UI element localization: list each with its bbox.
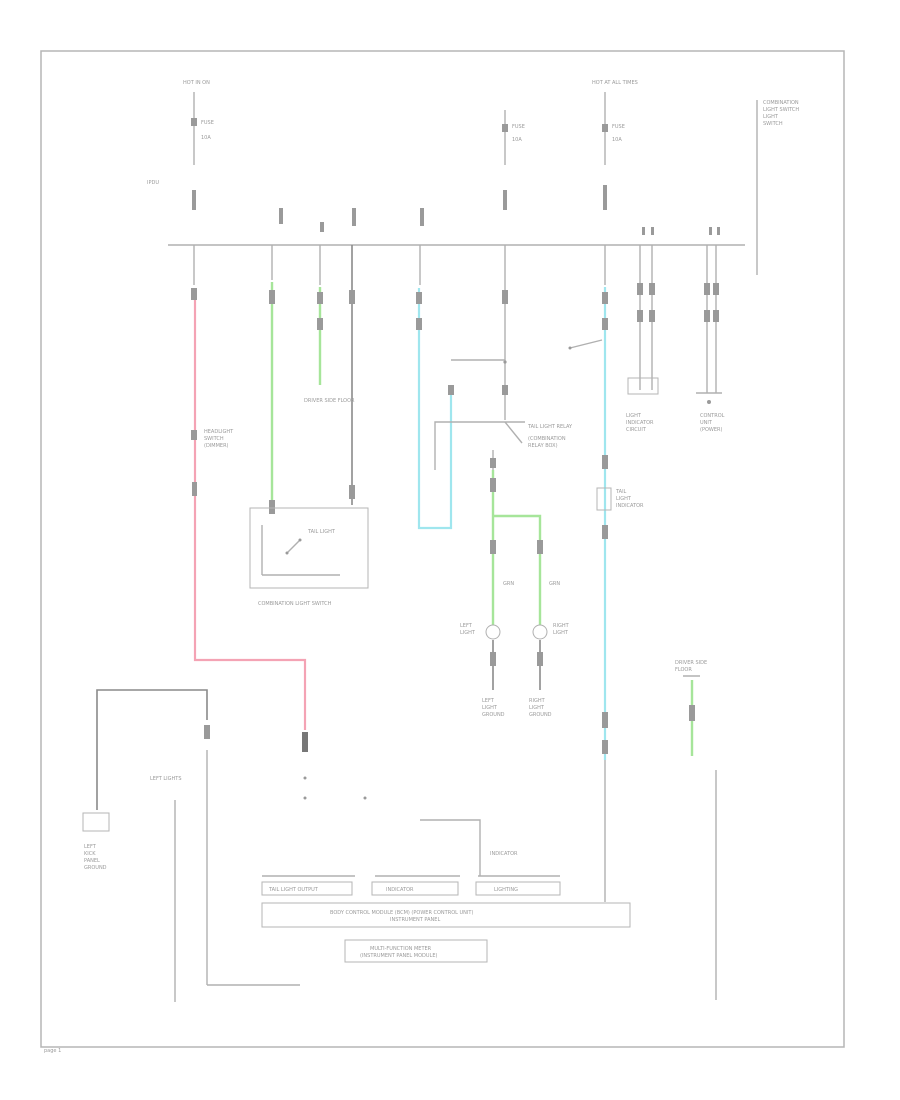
right-ground-label-2: FLOOR [675, 667, 692, 673]
side-note-line-4: SWITCH [763, 121, 783, 127]
relay-box-label: IPDU [147, 180, 159, 186]
tail-sub-2: LIGHT [616, 496, 632, 502]
lamp-left-line-1: LEFT [460, 623, 473, 629]
ground-a-1: LEFT [482, 698, 495, 704]
fuse-source-right: HOT AT ALL TIMES FUSE 10A [592, 80, 638, 165]
side-note-line-3: LIGHT [763, 114, 779, 120]
relay-sub-2: RELAY BOX) [528, 443, 558, 449]
relay-sub-1: (COMBINATION [528, 436, 566, 442]
combination-switch-label: COMBINATION LIGHT SWITCH [258, 601, 332, 607]
pink-junction-label-3: (DIMMER) [204, 443, 229, 449]
lamp-wire-label-left: GRN [503, 581, 514, 587]
lamp-wire-label-right: GRN [549, 581, 560, 587]
indicator-left-3: CIRCUIT [626, 427, 647, 433]
pink-junction-label-2: SWITCH [204, 436, 224, 442]
ground-a-3: GROUND [482, 712, 505, 718]
tail-light-relay: TAIL LIGHT RELAY (COMBINATION RELAY BOX) [434, 245, 573, 470]
circuit-pink: HEADLIGHT SWITCH (DIMMER) [191, 245, 367, 800]
fuse-name-1: FUSE [201, 120, 214, 126]
fuse-source-mid: FUSE 10A [502, 110, 525, 165]
bcm-label: BODY CONTROL MODULE (BCM) (POWER CONTROL… [330, 910, 473, 916]
meter-label: MULTI-FUNCTION METER [370, 946, 432, 952]
circuit-green-right-ground: DRIVER SIDE FLOOR [675, 660, 717, 1000]
ground-b-3: GROUND [529, 712, 552, 718]
combination-light-switch: TAIL LIGHT COMBINATION LIGHT SWITCH [249, 507, 369, 607]
ground-b-2: LIGHT [529, 705, 545, 711]
tail-light-switch-label: TAIL LIGHT [307, 529, 336, 535]
indicator-right-1: CONTROL [700, 413, 725, 419]
side-note-line-1: COMBINATION [763, 100, 799, 106]
side-note: COMBINATION LIGHT SWITCH LIGHT SWITCH [756, 100, 799, 275]
lamp-left-line-2: LIGHT [460, 630, 476, 636]
meter-sub-label: (INSTRUMENT PANEL MODULE) [360, 953, 437, 959]
left-bottom-ground: LEFT KICK PANEL GROUND LEFT LIGHTS [82, 689, 300, 1002]
circuit-cyan-left [416, 245, 454, 530]
left-tail-lamp-icon [485, 624, 501, 640]
ground-left-2: KICK [84, 851, 96, 857]
side-label-left: LEFT LIGHTS [150, 776, 182, 782]
source-label-2: HOT AT ALL TIMES [592, 80, 638, 86]
circuit-green-lamps: GRN GRN LEFT LIGHT RIGHT LIGHT LEFT LIGH… [460, 450, 570, 718]
ground-label-top: DRIVER SIDE FLOOR [304, 398, 355, 404]
fuse-rating-2: 10A [512, 137, 522, 143]
indicator-left-1: LIGHT [626, 413, 642, 419]
tail-sub-3: INDICATOR [616, 503, 644, 509]
right-wire-pairs: LIGHT INDICATOR CIRCUIT CONTROL UNIT (PO… [626, 245, 725, 433]
body-control-module: INDICATOR TAIL LIGHT OUTPUT INDICATOR LI… [261, 819, 631, 963]
fuse-source-left: HOT IN ON FUSE 10A [183, 80, 214, 165]
side-note-line-2: LIGHT SWITCH [763, 107, 799, 113]
ground-left-4: GROUND [84, 865, 107, 871]
bcm-sub-label: INSTRUMENT PANEL [390, 917, 440, 923]
bcm-cell-1: TAIL LIGHT OUTPUT [268, 887, 319, 893]
fuse-name-2: FUSE [512, 124, 525, 130]
diagram-frame [40, 50, 845, 1048]
right-ground-label-1: DRIVER SIDE [675, 660, 707, 666]
lamp-right-line-2: LIGHT [553, 630, 569, 636]
fuse-rating-1: 10A [201, 135, 211, 141]
circuit-cyan-right: TAIL LIGHT INDICATOR [568, 245, 644, 902]
indicator-right-2: UNIT [700, 420, 713, 426]
ground-left-3: PANEL [84, 858, 100, 864]
page-mark: page 1 [44, 1048, 61, 1054]
pink-junction-label-1: HEADLIGHT [204, 429, 234, 435]
indicator-left-2: INDICATOR [626, 420, 654, 426]
ground-left-1: LEFT [84, 844, 97, 850]
source-label-1: HOT IN ON [183, 80, 210, 86]
fuse-rating-3: 10A [612, 137, 622, 143]
fuse-name-3: FUSE [612, 124, 625, 130]
ground-a-2: LIGHT [482, 705, 498, 711]
circuit-green-short: DRIVER SIDE FLOOR [304, 245, 355, 404]
bus-connector-pins [192, 185, 720, 235]
ground-b-1: RIGHT [529, 698, 546, 704]
tail-light-relay-label: TAIL LIGHT RELAY [527, 424, 573, 430]
bcm-cell-3: LIGHTING [494, 887, 518, 893]
circuit-green-left [269, 245, 275, 514]
right-tail-lamp-icon [532, 624, 548, 640]
lamp-right-line-1: RIGHT [553, 623, 570, 629]
indicator-right-3: (POWER) [700, 427, 722, 433]
bcm-cell-2: INDICATOR [386, 887, 414, 893]
circuit-dark-switch [349, 245, 355, 505]
tail-sub-1: TAIL [615, 489, 627, 495]
tail-indicator-label: INDICATOR [490, 851, 518, 857]
